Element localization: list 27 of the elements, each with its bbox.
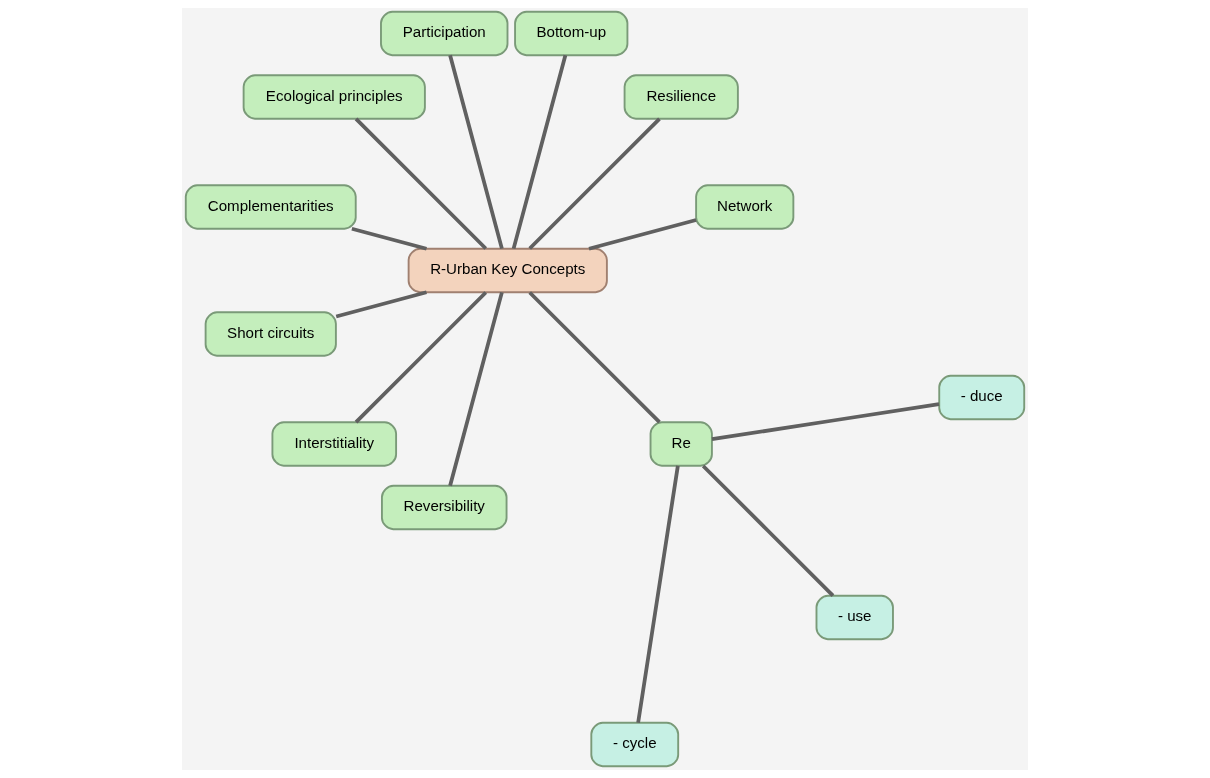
connector [711, 402, 940, 442]
connector [448, 291, 504, 487]
connector [354, 117, 488, 250]
node-box: R-Urban Key Concepts [407, 247, 608, 294]
node-box: Ecological principles [242, 74, 426, 120]
node-box: Reversibility [381, 484, 508, 531]
connector [528, 117, 661, 250]
connector [588, 218, 697, 251]
connector [511, 54, 568, 250]
node-box: Interstitiality [271, 421, 398, 467]
connector [354, 291, 488, 424]
node-box: Short circuits [204, 311, 337, 357]
connector [335, 290, 427, 319]
node-box: - cycle [590, 721, 680, 768]
node-box: Network [695, 184, 795, 230]
node-box: Resilience [623, 74, 739, 120]
node-box: Re [649, 421, 713, 467]
connector [701, 464, 835, 598]
node-box: Participation [380, 10, 509, 57]
node-box: Complementarities [184, 184, 357, 230]
connector [528, 291, 661, 424]
connector [448, 54, 504, 250]
connector [636, 465, 680, 723]
node-box: - use [815, 594, 894, 641]
node-box: Bottom-up [514, 10, 629, 57]
connector [351, 226, 427, 251]
node-box: - duce [938, 374, 1026, 421]
